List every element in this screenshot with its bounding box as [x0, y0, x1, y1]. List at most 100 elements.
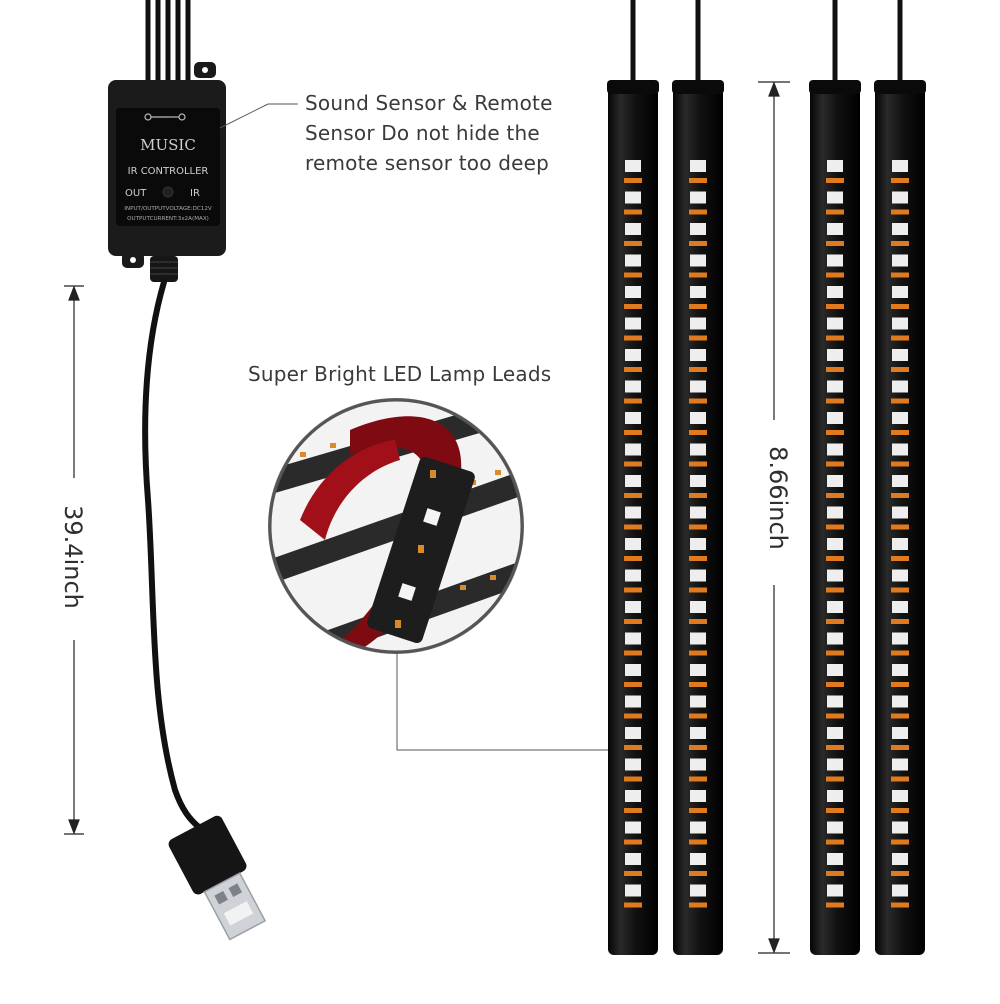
- led-chip: [827, 223, 843, 235]
- resistor-chip: [689, 241, 707, 246]
- led-chip: [827, 569, 843, 582]
- resistor-chip: [891, 619, 909, 624]
- resistor-chip: [624, 871, 642, 876]
- resistor-chip: [826, 650, 844, 656]
- resistor-chip: [826, 871, 844, 876]
- resistor-chip: [891, 493, 909, 498]
- led-chip: [690, 664, 706, 676]
- resistor-chip: [891, 272, 909, 278]
- led-chip: [892, 317, 908, 330]
- resistor-chip: [624, 619, 642, 624]
- led-chip: [892, 821, 908, 834]
- led-chip: [625, 853, 641, 865]
- resistor-chip: [826, 209, 844, 215]
- led-chip: [892, 569, 908, 582]
- led-chip: [690, 853, 706, 865]
- resistor-chip: [689, 587, 707, 593]
- resistor-chip: [826, 335, 844, 341]
- led-chip: [892, 286, 908, 298]
- led-chip: [892, 160, 908, 172]
- led-chip: [827, 254, 843, 267]
- resistor-chip: [689, 776, 707, 782]
- led-chip: [892, 727, 908, 739]
- led-chip: [625, 569, 641, 582]
- led-chip: [827, 853, 843, 865]
- led-chip: [892, 443, 908, 456]
- resistor-chip: [624, 367, 642, 372]
- led-chip: [827, 601, 843, 613]
- led-chip: [690, 475, 706, 487]
- led-chip: [690, 790, 706, 802]
- led-chip: [625, 601, 641, 613]
- controller-wires: [145, 0, 191, 82]
- resistor-chip: [891, 713, 909, 719]
- resistor-chip: [689, 682, 707, 687]
- resistor-chip: [826, 682, 844, 687]
- resistor-chip: [689, 839, 707, 845]
- resistor-chip: [624, 524, 642, 530]
- led-chip: [690, 443, 706, 456]
- resistor-chip: [689, 745, 707, 750]
- led-chip: [625, 380, 641, 393]
- resistor-chip: [826, 902, 844, 908]
- resistor-chip: [891, 871, 909, 876]
- resistor-chip: [624, 430, 642, 435]
- controller-label-ir: IR: [190, 188, 200, 199]
- resistor-chip: [624, 839, 642, 845]
- resistor-chip: [624, 682, 642, 687]
- resistor-chip: [624, 209, 642, 215]
- usb-cable: [142, 279, 203, 831]
- resistor-chip: [891, 839, 909, 845]
- led-chip: [827, 286, 843, 298]
- resistor-chip: [624, 745, 642, 750]
- controller-label-title: IR CONTROLLER: [128, 166, 209, 177]
- resistor-chip: [689, 398, 707, 404]
- resistor-chip: [826, 556, 844, 561]
- resistor-chip: [891, 304, 909, 309]
- resistor-chip: [624, 241, 642, 246]
- led-strip: [874, 0, 926, 955]
- resistor-chip: [891, 178, 909, 183]
- led-strip-group: [607, 0, 926, 955]
- resistor-chip: [891, 902, 909, 908]
- sensor-callout-text: Sound Sensor & Remote Sensor Do not hide…: [305, 91, 553, 175]
- resistor-chip: [689, 272, 707, 278]
- led-chip: [690, 632, 706, 645]
- ir-controller-box: MUSIC IR CONTROLLER OUT IR INPUT/OUTPUTV…: [108, 62, 226, 282]
- ir-sensor-icon: [162, 186, 174, 198]
- resistor-chip: [689, 430, 707, 435]
- resistor-chip: [689, 713, 707, 719]
- led-chip: [625, 790, 641, 802]
- led-chip: [827, 538, 843, 550]
- resistor-chip: [826, 493, 844, 498]
- resistor-chip: [826, 367, 844, 372]
- led-strip: [672, 0, 724, 955]
- led-chip: [892, 506, 908, 519]
- resistor-chip: [624, 587, 642, 593]
- led-chip: [827, 727, 843, 739]
- led-chip: [892, 538, 908, 550]
- led-chip: [892, 191, 908, 204]
- resistor-chip: [624, 808, 642, 813]
- resistor-chip: [826, 304, 844, 309]
- led-chip: [625, 412, 641, 424]
- resistor-chip: [826, 430, 844, 435]
- strip-length-dimension: [758, 81, 790, 954]
- led-chip: [625, 349, 641, 361]
- resistor-chip: [624, 713, 642, 719]
- resistor-chip: [689, 650, 707, 656]
- led-chip: [690, 223, 706, 235]
- led-chip: [625, 191, 641, 204]
- led-chip: [827, 475, 843, 487]
- cable-length-label: 39.4inch: [59, 505, 87, 609]
- resistor-chip: [891, 398, 909, 404]
- controller-label-music: MUSIC: [140, 136, 196, 154]
- magnified-led-detail: [268, 398, 524, 654]
- led-chip: [690, 412, 706, 424]
- led-chip: [827, 884, 843, 897]
- led-chip: [892, 853, 908, 865]
- led-chip: [827, 317, 843, 330]
- resistor-chip: [891, 556, 909, 561]
- usb-plug: [168, 815, 267, 941]
- resistor-chip: [624, 902, 642, 908]
